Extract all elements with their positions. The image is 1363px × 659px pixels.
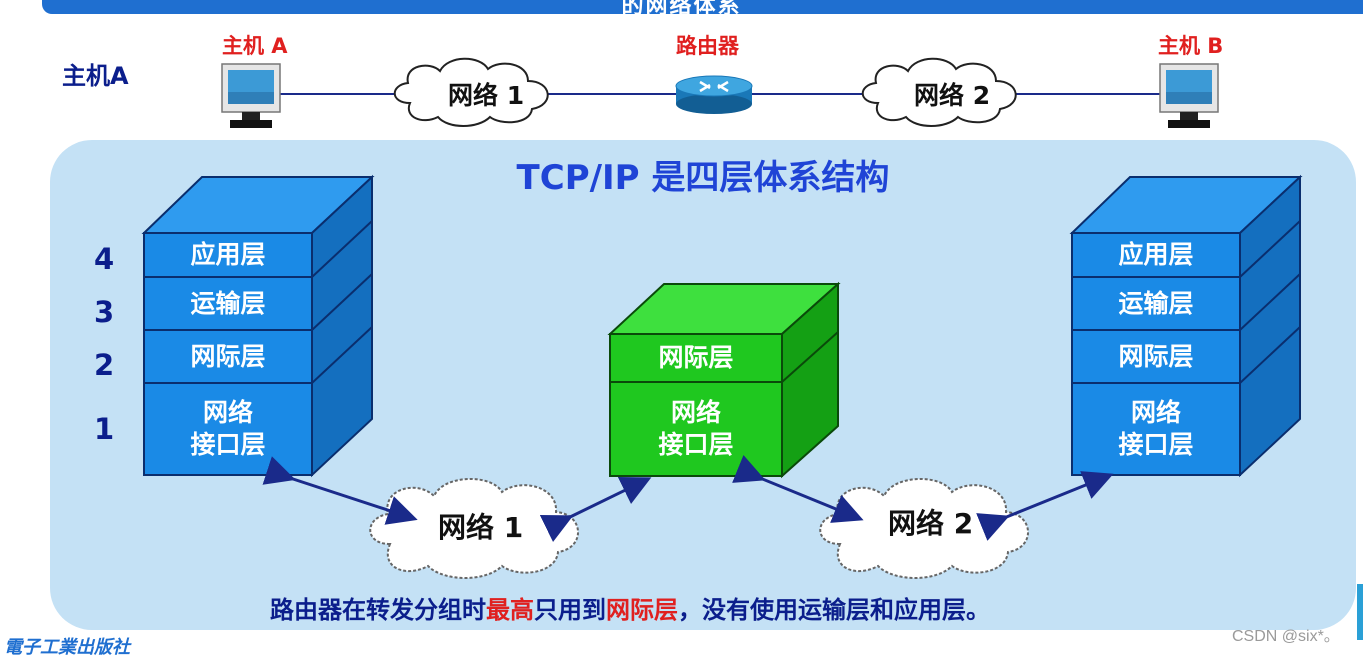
watermark: CSDN @six*。 xyxy=(1232,628,1340,645)
publisher-logo: 電子工業出版社 xyxy=(4,633,130,659)
edge-decoration xyxy=(1357,584,1363,640)
router-internet-layer: 网际层 xyxy=(658,343,734,372)
cloud-icon xyxy=(861,57,1017,127)
host-b-internet-layer: 网际层 xyxy=(1118,341,1194,371)
publisher-logo-text: 電子工業出版社 xyxy=(4,637,130,658)
note-highlight-2: 网际层 xyxy=(606,596,678,624)
host-b-network-interface-layer: 网络 接口层 xyxy=(1118,398,1194,459)
bottom-network-1-label: 网络 1 xyxy=(438,511,524,544)
host-b-transport-layer: 运输层 xyxy=(1118,288,1194,318)
panel-title: TCP/IP 是四层体系结构 xyxy=(516,158,890,198)
side-host-label: 主机A xyxy=(62,62,129,90)
note-highlight-1: 最高 xyxy=(486,596,534,624)
header-title: 的网络体系 xyxy=(621,0,742,19)
note-part-2: 只用到 xyxy=(534,596,606,624)
top-network-2-label: 网络 2 xyxy=(914,81,991,110)
bottom-network-2-label: 网络 2 xyxy=(888,507,974,540)
computer-icon xyxy=(221,63,281,128)
note-part-1: 路由器在转发分组时 xyxy=(270,596,486,624)
host-a-stack xyxy=(141,174,375,478)
bottom-note: 路由器在转发分组时最高只用到网际层，没有使用运输层和应用层。 xyxy=(270,590,990,625)
host-a-network-interface-layer: 网络 接口层 xyxy=(190,398,266,459)
header-bar xyxy=(42,0,1363,14)
cloud-icon xyxy=(393,57,549,127)
host-b-application-layer: 应用层 xyxy=(1118,240,1194,269)
router-network-interface-layer: 网络 接口层 xyxy=(658,398,734,459)
computer-icon xyxy=(1159,63,1219,128)
host-a-application-layer: 应用层 xyxy=(190,240,266,269)
host-b-stack xyxy=(1069,174,1303,478)
top-network-1-label: 网络 1 xyxy=(448,81,525,110)
router-label: 路由器 xyxy=(676,34,739,58)
router-stack xyxy=(607,281,841,479)
router-icon xyxy=(675,75,753,114)
layer-number: 2 xyxy=(94,348,115,382)
host-a-transport-layer: 运输层 xyxy=(190,288,266,318)
layer-number: 3 xyxy=(94,295,115,329)
note-part-3: ，没有使用运输层和应用层。 xyxy=(678,596,990,624)
layer-number: 4 xyxy=(94,242,115,276)
host-a-internet-layer: 网际层 xyxy=(190,341,266,371)
layer-number: 1 xyxy=(94,412,115,446)
host-a-label: 主机 A xyxy=(222,34,288,58)
host-b-label: 主机 B xyxy=(1158,34,1224,58)
